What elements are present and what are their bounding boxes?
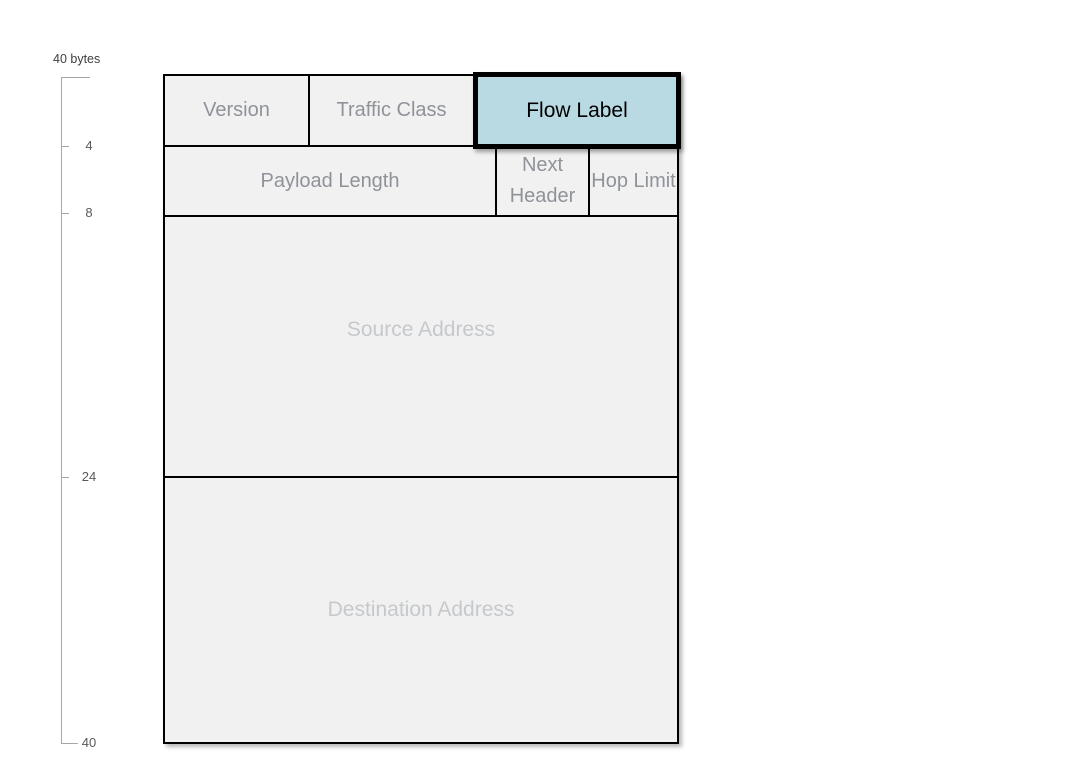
field-hop-limit-label: Hop Limit bbox=[591, 169, 676, 192]
field-traffic-class-label: Traffic Class bbox=[336, 99, 447, 121]
row-divider-1 bbox=[165, 145, 677, 147]
field-source-address-label: Source Address bbox=[346, 318, 496, 342]
column-divider-2 bbox=[495, 145, 497, 217]
column-divider-3 bbox=[588, 145, 590, 217]
scale-tick-label-4: 4 bbox=[85, 138, 93, 153]
scale-bottom-tick bbox=[61, 743, 78, 744]
column-divider-1 bbox=[308, 76, 310, 147]
field-hop-limit[interactable]: Hop Limit bbox=[590, 147, 677, 215]
scale-tick-label-24: 24 bbox=[81, 469, 97, 484]
row-divider-2 bbox=[165, 215, 677, 217]
field-next-header[interactable]: Next Header bbox=[497, 147, 588, 215]
scale-axis-line bbox=[61, 77, 62, 744]
scale-tick-24 bbox=[61, 477, 69, 478]
scale-tick-label-40: 40 bbox=[81, 735, 97, 750]
field-destination-address-label: Destination Address bbox=[327, 597, 515, 621]
scale-title: 40 bytes bbox=[53, 52, 101, 66]
field-payload-length-label: Payload Length bbox=[260, 169, 400, 192]
row-divider-3 bbox=[165, 476, 677, 478]
field-version[interactable]: Version bbox=[165, 76, 308, 145]
field-next-header-label: Next Header bbox=[509, 154, 576, 207]
field-source-address[interactable]: Source Address bbox=[165, 217, 677, 476]
scale-tick-label-8: 8 bbox=[85, 205, 93, 220]
field-traffic-class[interactable]: Traffic Class bbox=[310, 76, 473, 145]
field-flow-label-label: Flow Label bbox=[526, 98, 628, 122]
field-version-label: Version bbox=[203, 99, 270, 121]
scale-tick-4 bbox=[61, 146, 69, 147]
field-flow-label-highlighted[interactable]: Flow Label bbox=[473, 72, 681, 149]
field-destination-address[interactable]: Destination Address bbox=[165, 478, 677, 742]
packet-header-table: Version Traffic Class Flow Label Payload… bbox=[163, 72, 681, 744]
field-payload-length[interactable]: Payload Length bbox=[165, 147, 495, 215]
scale-top-tick bbox=[61, 77, 90, 78]
scale-tick-8 bbox=[61, 213, 69, 214]
